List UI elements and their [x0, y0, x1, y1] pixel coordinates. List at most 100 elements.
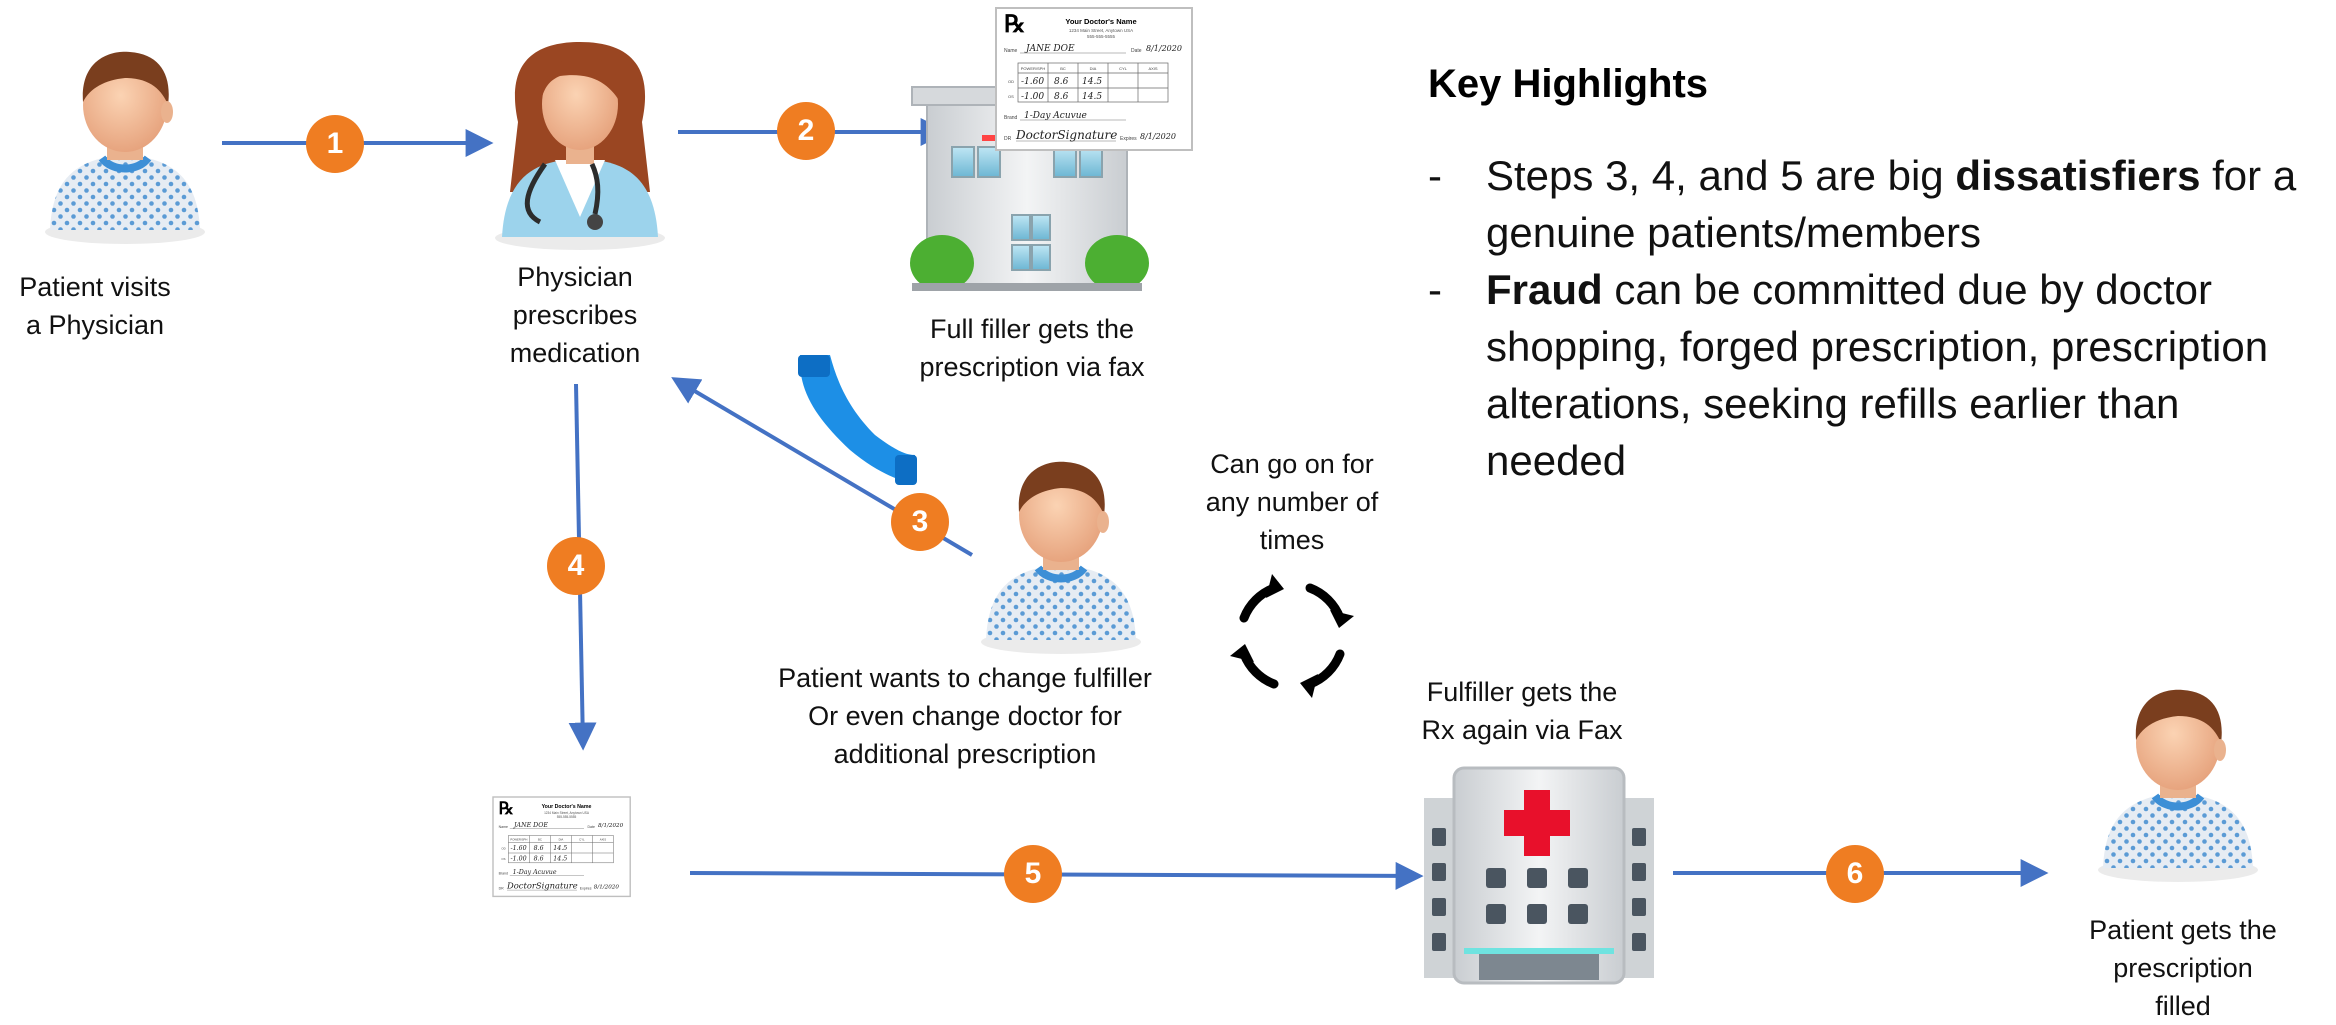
rx-row2-eye: OS — [1008, 94, 1014, 99]
rx-doctor-name: Your Doctor's Name — [1065, 17, 1136, 26]
rx-signature: DoctorSignature — [506, 881, 578, 891]
label-physician-prescribes: Physician prescribes medication — [475, 258, 675, 372]
highlight-item: - Fraud can be committed due by doctor s… — [1428, 261, 2328, 489]
refresh-cycle-icon — [1230, 574, 1354, 698]
rx-row2-power: -1.00 — [1021, 92, 1044, 102]
rx-doctor-name: Your Doctor's Name — [542, 804, 592, 810]
rx-row1-bc: 8.6 — [1054, 77, 1069, 87]
label-patient-visits: Patient visits a Physician — [0, 268, 190, 344]
rx-address-1: 1234 Main Street, Anytown USA — [1069, 28, 1133, 33]
phone-icon — [798, 355, 917, 485]
label-line: any number of — [1205, 487, 1379, 517]
highlight-text-bold: Fraud — [1486, 266, 1603, 313]
label-fulfiller-again: Fulfiller gets the Rx again via Fax — [1392, 673, 1652, 749]
label-line: filled — [2155, 991, 2211, 1021]
rx-th-1: BC — [538, 837, 542, 841]
rx-expires-label: Expires — [580, 886, 592, 890]
label-line: additional prescription — [833, 739, 1097, 769]
step-badge-4: 4 — [547, 537, 605, 595]
prescription-icon: ℞ Your Doctor's Name 1234 Main Street, A… — [995, 7, 1193, 151]
label-repeat: Can go on for any number of times — [1182, 445, 1402, 559]
rx-th-4: AXIS — [1148, 66, 1157, 71]
rx-address-1: 1234 Main Street, Anytown USA — [544, 811, 590, 815]
label-line: a Physician — [25, 310, 165, 340]
rx-expires-value: 8/1/2020 — [594, 885, 620, 891]
label-line: Patient gets the — [2089, 915, 2277, 945]
label-line: Or even change doctor for — [808, 701, 1122, 731]
prescription-icon: ℞ Your Doctor's Name 1234 Main Street, A… — [492, 796, 631, 898]
bullet-dash: - — [1428, 266, 1442, 313]
label-line: Can go on for — [1210, 449, 1374, 479]
rx-row1-power: -1.60 — [1021, 77, 1044, 87]
rx-row1-eye: OD — [501, 847, 505, 851]
step-badge-5: 5 — [1004, 845, 1062, 903]
label-line: Full filler gets the — [929, 314, 1135, 344]
rx-symbol: ℞ — [1004, 9, 1026, 38]
hospital-icon — [1424, 766, 1654, 985]
rx-date-value: 8/1/2020 — [1146, 44, 1182, 53]
rx-row1-dia: 14.5 — [1082, 77, 1102, 87]
rx-name-label: Name — [499, 825, 508, 829]
rx-expires-value: 8/1/2020 — [1140, 132, 1176, 141]
rx-row2-dia: 14.5 — [553, 856, 567, 863]
step-badge-6: 6 — [1826, 845, 1884, 903]
bullet-dash: - — [1428, 152, 1442, 199]
label-line: Fulfiller gets the — [1426, 677, 1618, 707]
rx-row1-bc: 8.6 — [534, 845, 544, 852]
label-line: medication — [509, 338, 641, 368]
patient-icon — [981, 461, 1141, 654]
highlight-text-post: for a genuine patients/members — [1486, 152, 2297, 256]
label-line: prescription — [2113, 953, 2253, 983]
label-line: Patient visits — [19, 272, 171, 302]
label-line: times — [1259, 525, 1325, 555]
rx-th-1: BC — [1060, 66, 1066, 71]
key-highlights-panel: Key Highlights - Steps 3, 4, and 5 are b… — [1428, 62, 2328, 489]
rx-signature: DoctorSignature — [1015, 128, 1117, 142]
rx-th-2: DIA — [1090, 66, 1097, 71]
physician-icon — [495, 42, 665, 250]
rx-th-0: POWER/SPH — [1021, 66, 1046, 71]
rx-brand-value: 1-Day Acuvue — [1024, 111, 1087, 121]
step-badge-3: 3 — [891, 493, 949, 551]
rx-address-2: 555-555-5555 — [1087, 34, 1116, 39]
patient-icon — [45, 51, 205, 244]
rx-name-value: JANE DOE — [1024, 44, 1075, 54]
rx-th-2: DIA — [559, 837, 564, 841]
highlight-text-bold: dissatisfiers — [1955, 152, 2201, 199]
rx-address-2: 555-555-5555 — [557, 815, 577, 819]
rx-date-label: Date — [588, 825, 595, 829]
step-badge-2: 2 — [777, 102, 835, 160]
rx-row2-bc: 8.6 — [534, 856, 544, 863]
rx-name-label: Name — [1004, 48, 1018, 54]
rx-dr-label: DR — [499, 886, 505, 890]
step-badge-1: 1 — [306, 115, 364, 173]
rx-date-value: 8/1/2020 — [598, 823, 624, 829]
rx-brand-value: 1-Day Acuvue — [513, 869, 557, 876]
rx-dr-label: DR — [1004, 136, 1012, 142]
rx-row2-eye: OS — [501, 857, 505, 861]
rx-th-0: POWER/SPH — [510, 837, 527, 841]
label-fulfiller-fax: Full filler gets the prescription via fa… — [882, 310, 1182, 386]
rx-row2-power: -1.00 — [511, 856, 527, 863]
label-line: Physician — [517, 262, 633, 292]
rx-symbol: ℞ — [499, 798, 514, 818]
rx-th-4: AXIS — [600, 837, 607, 841]
label-patient-change: Patient wants to change fulfiller Or eve… — [740, 659, 1190, 773]
label-patient-filled: Patient gets the prescription filled — [2063, 911, 2303, 1025]
highlight-text-post: can be committed due by doctor shopping,… — [1486, 266, 2269, 484]
rx-row1-dia: 14.5 — [553, 845, 567, 852]
rx-date-label: Date — [1131, 48, 1142, 54]
rx-row1-power: -1.60 — [511, 845, 527, 852]
label-line: prescription via fax — [919, 352, 1145, 382]
patient-icon — [2098, 689, 2258, 882]
label-line: Patient wants to change fulfiller — [778, 663, 1152, 693]
label-line: Rx again via Fax — [1421, 715, 1623, 745]
rx-name-value: JANE DOE — [512, 822, 548, 829]
key-highlights-title: Key Highlights — [1428, 62, 1709, 106]
rx-row1-eye: OD — [1008, 79, 1014, 84]
rx-brand-label: Brand — [499, 872, 508, 876]
highlight-item: - Steps 3, 4, and 5 are big dissatisfier… — [1428, 147, 2328, 261]
rx-th-3: CYL — [1119, 66, 1128, 71]
